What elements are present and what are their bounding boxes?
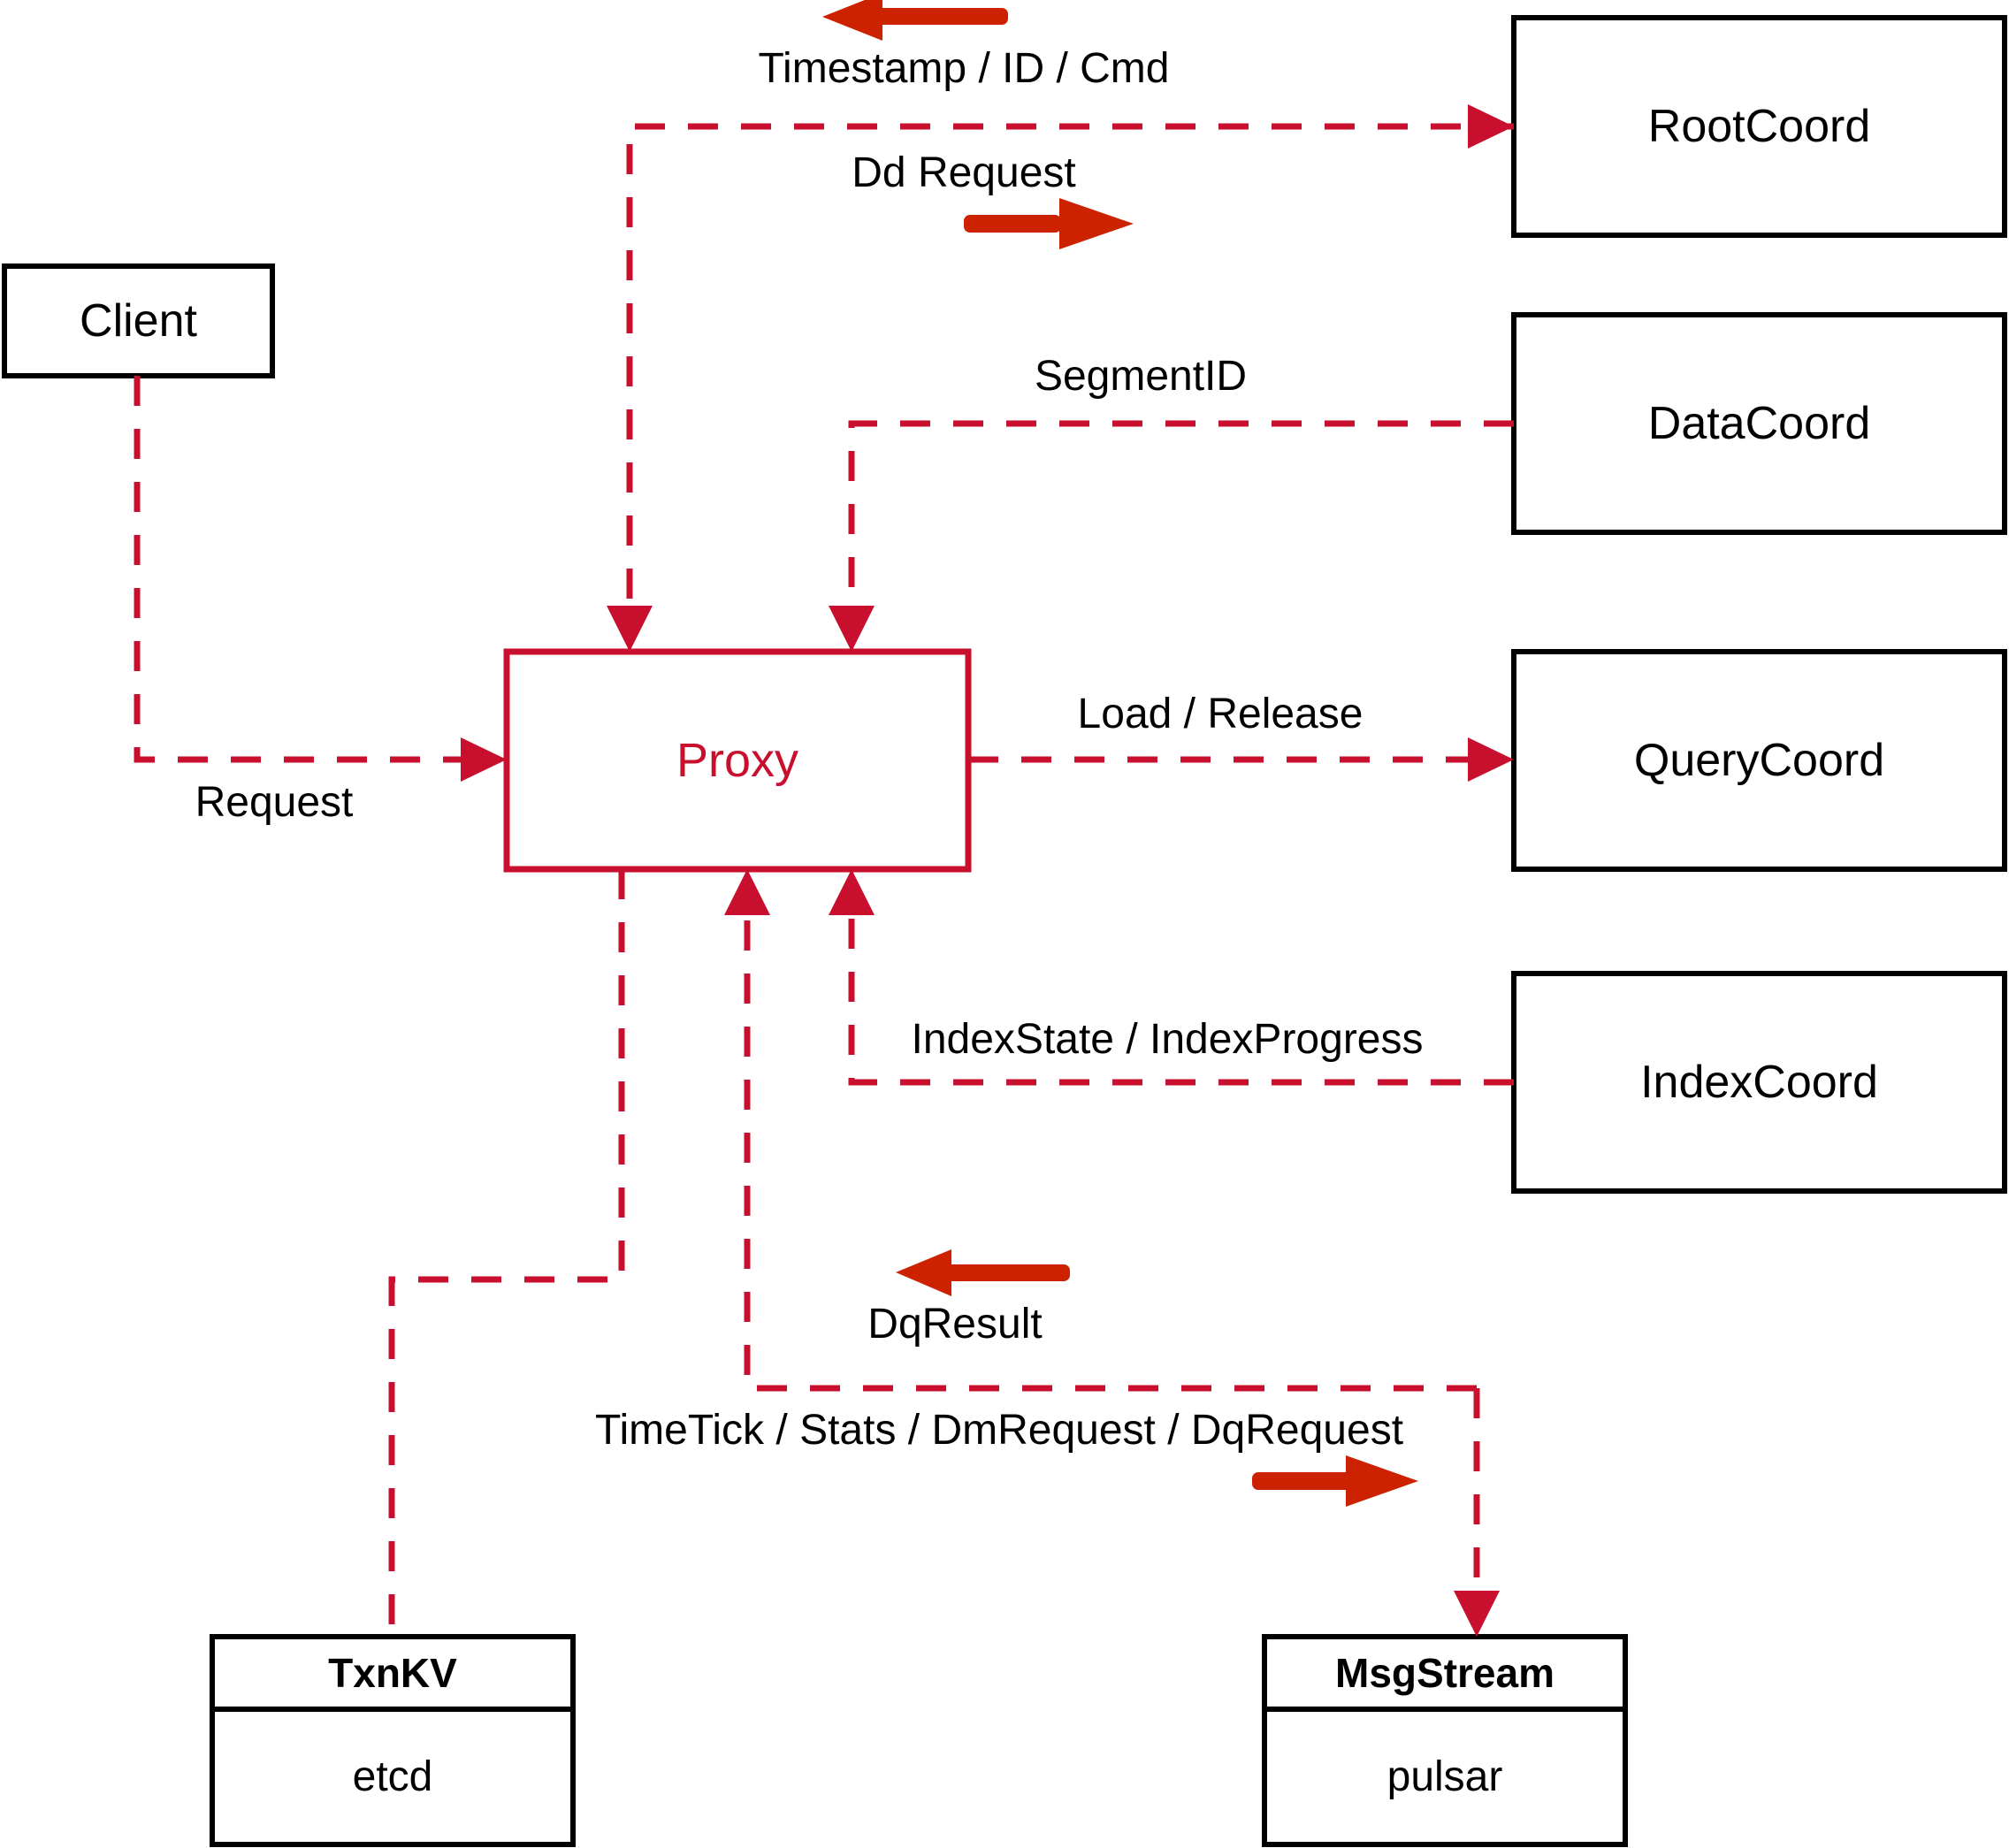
edge-label-load-release: Load / Release [1077, 691, 1364, 737]
node-label-txnkv-body: etcd [352, 1753, 433, 1800]
node-box-proxy[interactable] [503, 648, 972, 873]
node-box-txnkv[interactable] [210, 1634, 576, 1847]
node-box-datacoord[interactable] [1511, 312, 2007, 535]
node-label-querycoord: QueryCoord [1633, 735, 1885, 786]
direction-arrow-timestamp [822, 0, 1008, 41]
arrowhead-into-proxy-left [461, 737, 507, 782]
edge-proxy-to-txnkv [388, 869, 625, 1637]
arrowhead-into-proxy-top-left [607, 606, 653, 652]
arrowhead-into-proxy-bottom-mid [724, 869, 770, 915]
node-box-client[interactable] [2, 263, 275, 378]
edge-label-index-state-progress: IndexState / IndexProgress [911, 1016, 1424, 1063]
edge-label-dq-result: DqResult [867, 1301, 1043, 1348]
node-label-datacoord: DataCoord [1647, 398, 1871, 449]
arrowhead-into-proxy-top-right [829, 606, 875, 652]
edge-label-request: Request [195, 779, 354, 826]
arrowhead-into-querycoord [1468, 737, 1514, 782]
direction-arrow-dd-request [964, 198, 1134, 249]
node-box-msgstream[interactable] [1262, 1634, 1628, 1847]
node-label-txnkv-header: TxnKV [328, 1650, 457, 1696]
edge-label-segment-id: SegmentID [1034, 353, 1248, 400]
edge-label-timetick-stats: TimeTick / Stats / DmRequest / DqRequest [594, 1407, 1404, 1454]
arrowhead-into-rootcoord [1468, 104, 1514, 149]
node-label-indexcoord: IndexCoord [1640, 1057, 1878, 1108]
direction-arrow-timetick [1252, 1455, 1418, 1507]
node-box-indexcoord[interactable] [1511, 971, 2007, 1194]
edge-indexcoord-to-proxy [848, 893, 1514, 1086]
edge-datacoord-to-proxy [848, 420, 1514, 628]
node-box-rootcoord[interactable] [1511, 15, 2007, 238]
node-label-rootcoord: RootCoord [1647, 101, 1871, 152]
node-label-msgstream-body: pulsar [1386, 1753, 1503, 1800]
node-box-querycoord[interactable] [1511, 649, 2007, 872]
arrowhead-into-msgstream [1454, 1591, 1500, 1637]
arrowhead-into-proxy-bottom-right [829, 869, 875, 915]
direction-arrow-dq-result [896, 1249, 1070, 1296]
edge-client-to-proxy [134, 376, 482, 763]
node-label-client: Client [80, 295, 197, 347]
edge-label-dd-request: Dd Request [852, 149, 1076, 196]
node-label-proxy: Proxy [676, 734, 799, 787]
edge-rootcoord-to-proxy [626, 123, 1514, 628]
edge-label-timestamp-id-cmd: Timestamp / ID / Cmd [758, 45, 1170, 92]
node-label-msgstream-header: MsgStream [1335, 1650, 1554, 1696]
